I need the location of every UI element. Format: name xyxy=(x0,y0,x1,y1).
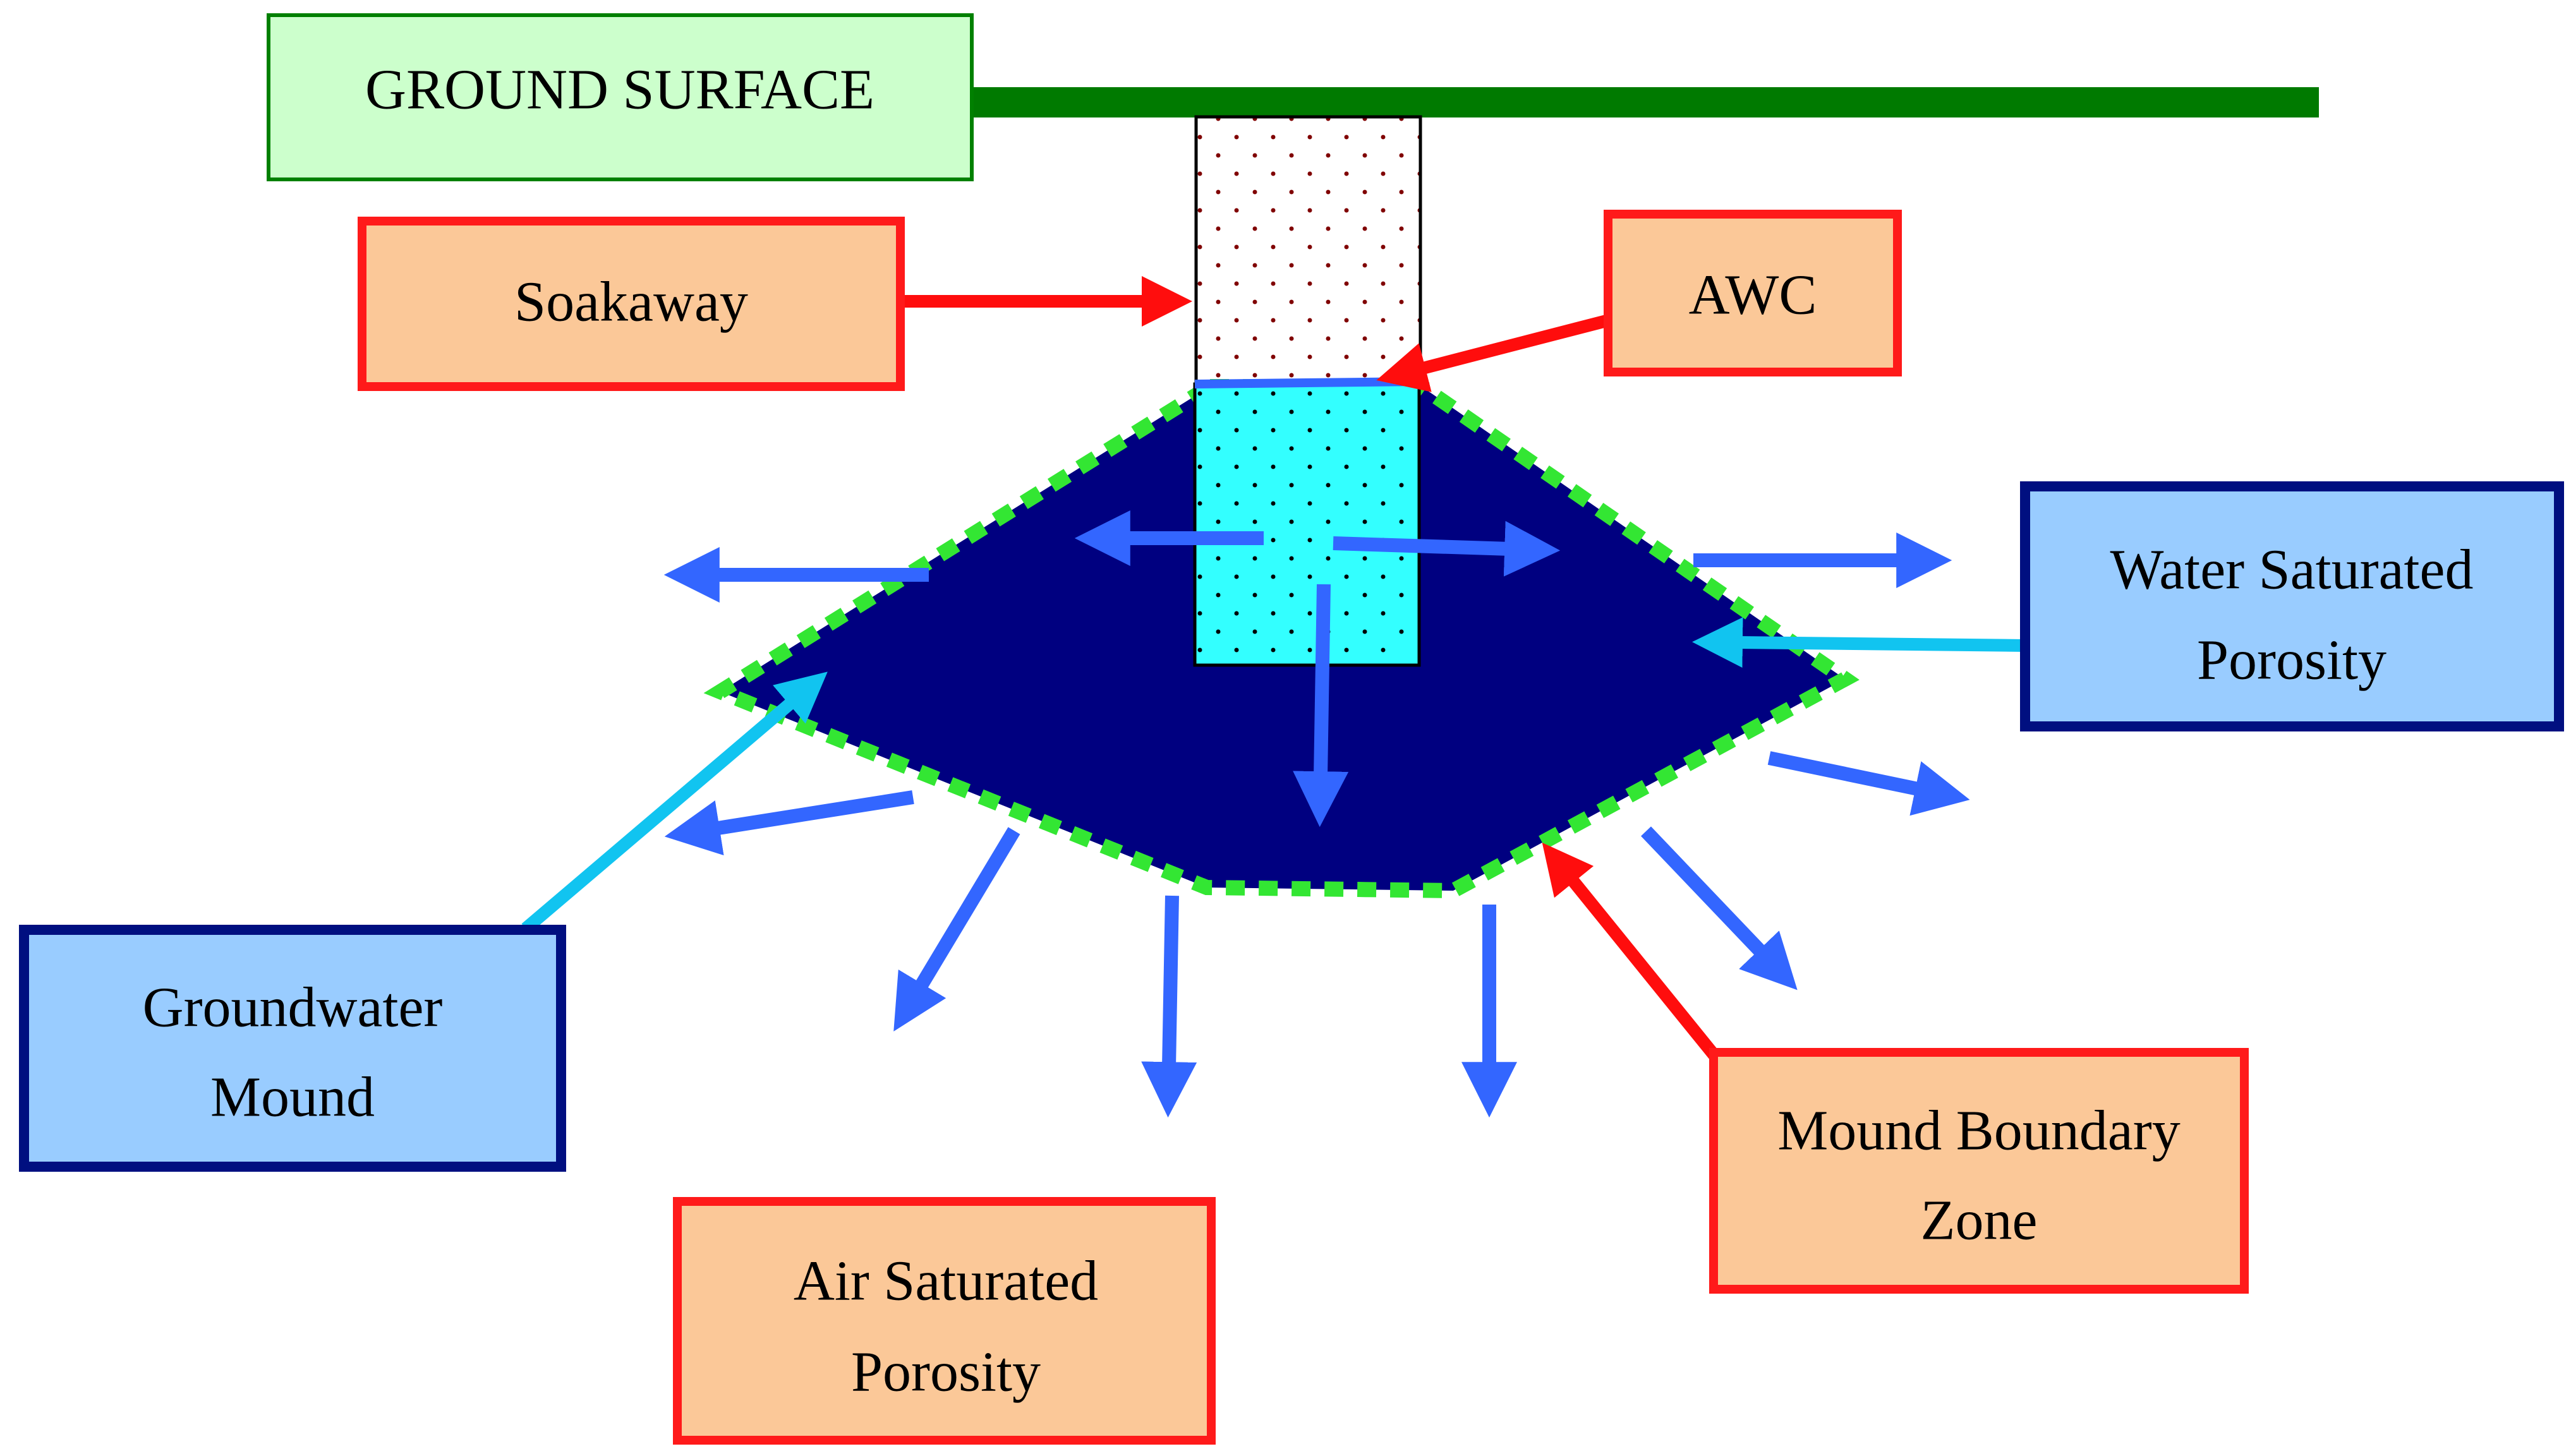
water-saturated-line1: Water Saturated xyxy=(2110,539,2474,601)
water-saturated-porosity-label: Water Saturated Porosity xyxy=(2020,481,2564,731)
ground-surface-label: GROUND SURFACE xyxy=(267,13,974,181)
flow-arrow xyxy=(1641,826,1798,990)
air-saturated-line1: Air Saturated xyxy=(794,1250,1098,1313)
groundwater-mound-line1: Groundwater xyxy=(143,977,443,1039)
water-saturated-pointer xyxy=(1692,617,2026,668)
flow-arrow xyxy=(1293,584,1349,827)
groundwater-mound-pointer xyxy=(521,671,828,934)
ground-surface-line xyxy=(948,87,2319,117)
awc-pointer xyxy=(1376,315,1608,392)
water-saturated-line2: Porosity xyxy=(2197,629,2386,692)
air-saturated-line2: Porosity xyxy=(851,1341,1041,1404)
mound-boundary-line1: Mound Boundary xyxy=(1777,1100,2180,1162)
groundwater-mound-line2: Mound xyxy=(210,1066,375,1129)
ground-surface-text: GROUND SURFACE xyxy=(365,59,874,121)
flow-arrow xyxy=(1141,895,1197,1118)
flow-arrow xyxy=(1333,520,1561,577)
flow-arrow xyxy=(1767,751,1970,816)
awc-label: AWC xyxy=(1604,210,1902,376)
outflow-arrows xyxy=(663,510,1970,1118)
mound-boundary-zone-label: Mound Boundary Zone xyxy=(1709,1048,2249,1294)
light-pointer-arrows xyxy=(521,617,2026,934)
mound-boundary-line2: Zone xyxy=(1921,1189,2038,1252)
flow-arrow xyxy=(664,790,914,856)
soakaway-water-dots xyxy=(1195,384,1419,665)
air-saturated-porosity-label: Air Saturated Porosity xyxy=(673,1197,1216,1445)
soakaway-label: Soakaway xyxy=(358,217,905,391)
awc-text: AWC xyxy=(1689,264,1817,327)
mound-boundary-pointer xyxy=(1542,843,1721,1061)
water-level-line xyxy=(1194,377,1420,388)
soakaway-text: Soakaway xyxy=(514,271,748,334)
groundwater-mound-label: Groundwater Mound xyxy=(19,925,566,1172)
flow-arrow xyxy=(893,827,1020,1032)
red-pointer-arrows xyxy=(902,276,1721,1061)
soakaway-column xyxy=(1194,115,1422,387)
